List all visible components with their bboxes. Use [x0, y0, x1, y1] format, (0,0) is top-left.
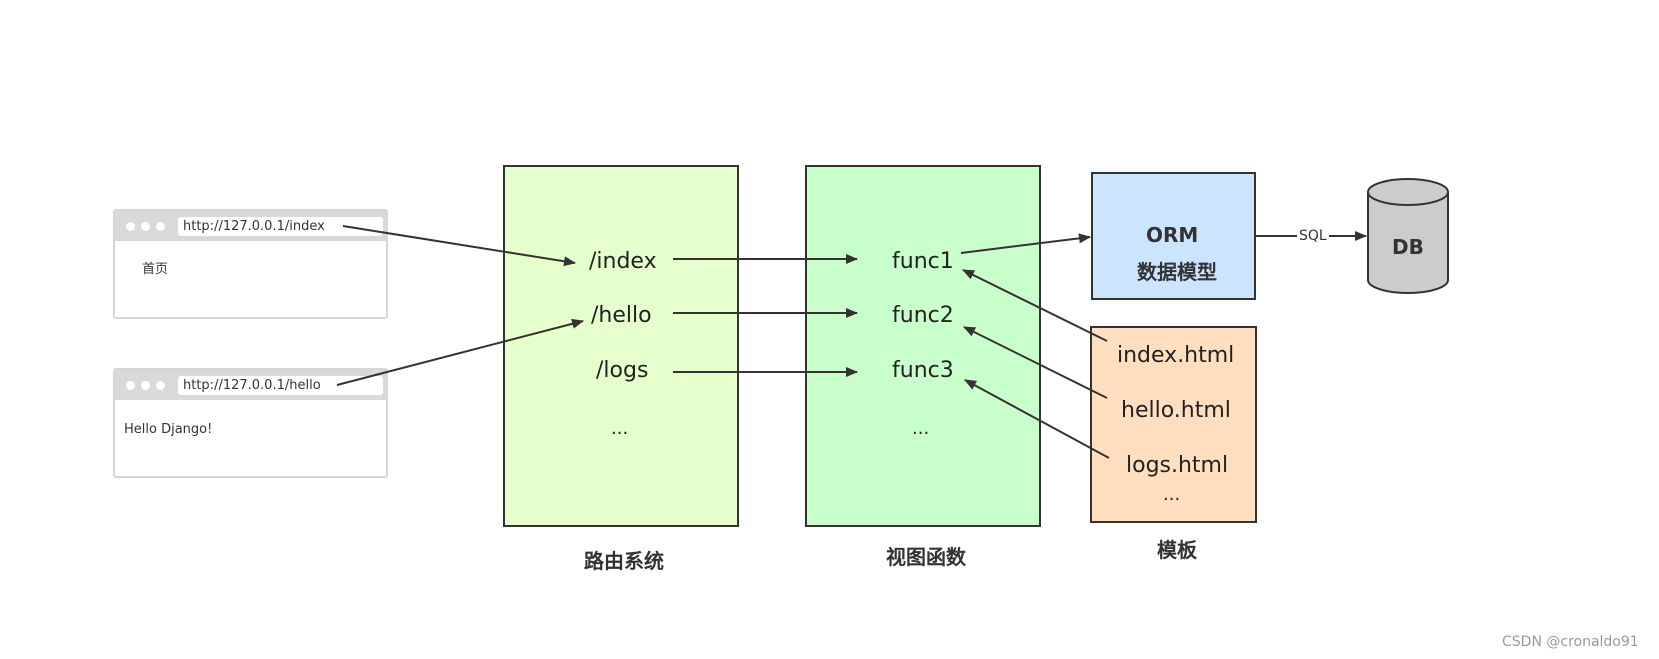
arrow-logs-template-to-func3 [964, 379, 1110, 459]
watermark: CSDN @cronaldo91 [1502, 634, 1639, 650]
view-more: ... [912, 418, 930, 439]
browser-toolbar: http://127.0.0.1/index [115, 211, 386, 241]
templates-caption: 模板 [1157, 538, 1197, 562]
window-dot-icon [156, 381, 165, 390]
db-cylinder-icon [1367, 178, 1449, 294]
route-logs: /logs [596, 358, 649, 383]
arrow-hello-template-to-func2 [963, 326, 1108, 399]
views-caption: 视图函数 [886, 545, 966, 569]
arrow-index-template-to-func1 [962, 269, 1108, 342]
db-label: DB [1392, 235, 1424, 259]
templates-box [1090, 326, 1257, 523]
view-func2: func2 [892, 303, 954, 328]
page-content: Hello Django! [124, 422, 213, 437]
template-more: ... [1163, 484, 1181, 505]
browser-window-index: http://127.0.0.1/index 首页 [113, 209, 388, 319]
window-dot-icon [126, 222, 135, 231]
router-caption: 路由系统 [584, 549, 664, 573]
template-logs: logs.html [1126, 453, 1229, 478]
view-func1: func1 [892, 249, 954, 274]
address-bar: http://127.0.0.1/index [178, 217, 383, 236]
arrow-func1-to-orm [960, 233, 1091, 254]
template-index: index.html [1117, 343, 1235, 368]
router-box [503, 165, 739, 527]
address-bar: http://127.0.0.1/hello [178, 376, 383, 395]
route-hello: /hello [591, 303, 652, 328]
route-more: ... [611, 418, 629, 439]
browser-window-hello: http://127.0.0.1/hello Hello Django! [113, 368, 388, 478]
route-index: /index [589, 249, 657, 274]
orm-box [1091, 172, 1256, 300]
arrow-index-url-to-route [342, 225, 576, 267]
page-content: 首页 [142, 262, 169, 277]
orm-title: ORM [1146, 223, 1199, 247]
window-dot-icon [156, 222, 165, 231]
window-dot-icon [141, 381, 150, 390]
orm-subtitle: 数据模型 [1137, 260, 1217, 284]
sql-label: SQL [1297, 228, 1329, 244]
view-func3: func3 [892, 358, 954, 383]
window-dot-icon [141, 222, 150, 231]
window-dot-icon [126, 381, 135, 390]
template-hello: hello.html [1121, 398, 1231, 423]
arrow-hello-url-to-route [336, 318, 584, 386]
